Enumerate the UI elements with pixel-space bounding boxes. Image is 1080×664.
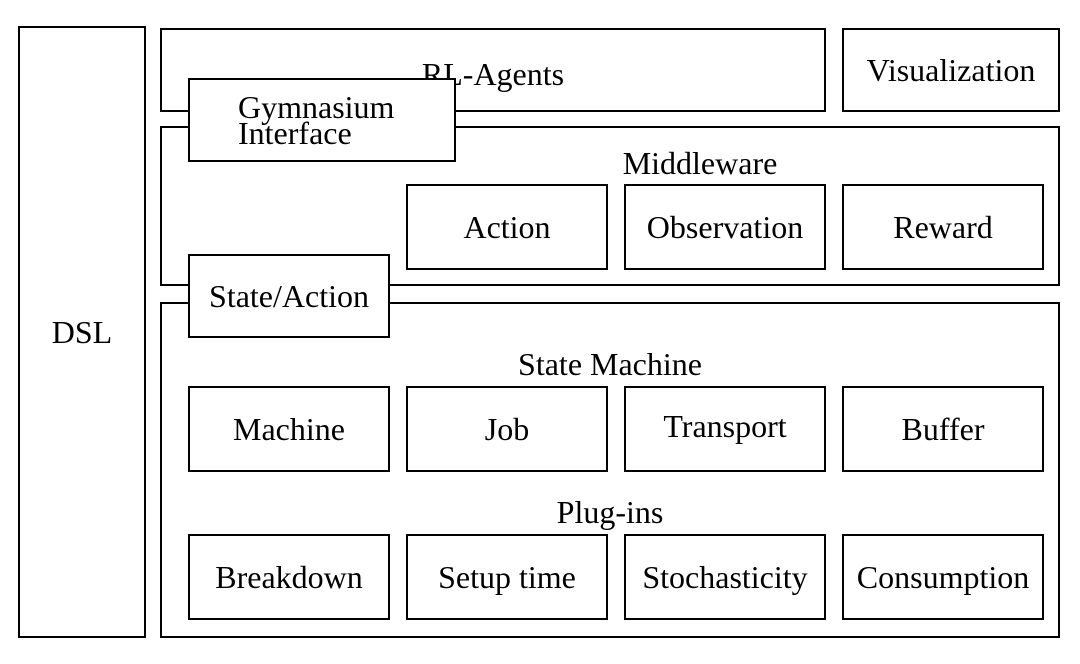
plugin-item-stochasticity: Stochasticity <box>624 534 826 620</box>
state-machine-item-machine: Machine <box>188 386 390 472</box>
gymnasium-interface-line2: Interface <box>238 115 352 151</box>
state-action-box: State/Action <box>188 254 390 338</box>
plugin-item-consumption-label: Consumption <box>856 559 1030 595</box>
visualization-label: Visualization <box>866 52 1036 88</box>
plugins-title: Plug-ins <box>556 494 664 530</box>
middleware-item-action: Action <box>406 184 608 270</box>
state-machine-item-job: Job <box>406 386 608 472</box>
state-machine-item-buffer: Buffer <box>842 386 1044 472</box>
state-machine-title: State Machine <box>518 346 702 382</box>
state-machine-item-transport-label: Transport <box>663 408 787 444</box>
gymnasium-interface-box: Gymnasium Interface <box>188 78 456 162</box>
gymnasium-interface-line1: Gymnasium <box>238 89 395 125</box>
middleware-item-action-label: Action <box>463 209 551 245</box>
plugin-item-setup-time-label: Setup time <box>438 559 576 595</box>
dsl-box: DSL <box>18 26 146 638</box>
state-machine-item-transport: Transport <box>624 386 826 472</box>
middleware-item-reward-label: Reward <box>893 209 993 245</box>
visualization-box: Visualization <box>842 28 1060 112</box>
middleware-item-observation: Observation <box>624 184 826 270</box>
state-machine-item-job-label: Job <box>484 411 530 447</box>
state-action-label: State/Action <box>209 278 369 314</box>
middleware-item-observation-label: Observation <box>646 209 804 245</box>
state-machine-item-machine-label: Machine <box>233 411 345 447</box>
middleware-item-reward: Reward <box>842 184 1044 270</box>
state-machine-item-buffer-label: Buffer <box>901 411 985 447</box>
dsl-label: DSL <box>51 314 113 350</box>
plugin-item-breakdown-label: Breakdown <box>215 559 363 595</box>
plugin-item-stochasticity-label: Stochasticity <box>642 559 808 595</box>
plugin-item-breakdown: Breakdown <box>188 534 390 620</box>
gymnasium-interface-label: Gymnasium Interface <box>238 89 395 151</box>
middleware-title: Middleware <box>622 145 778 181</box>
plugin-item-consumption: Consumption <box>842 534 1044 620</box>
plugin-item-setup-time: Setup time <box>406 534 608 620</box>
